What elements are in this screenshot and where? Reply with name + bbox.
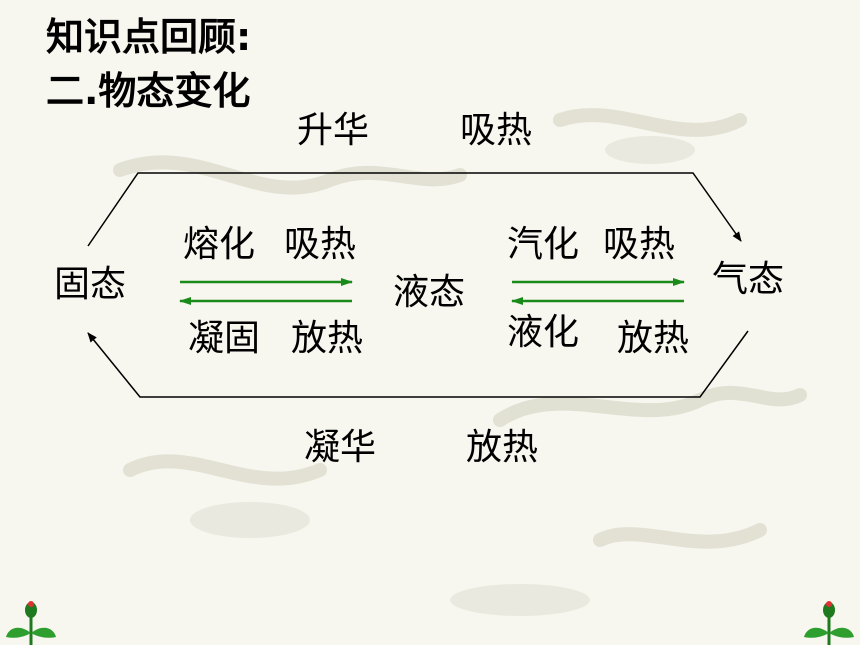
label-melting: 熔化 bbox=[183, 224, 256, 265]
state-liquid: 液态 bbox=[393, 272, 466, 313]
label-melting-heat: 吸热 bbox=[284, 224, 357, 265]
label-sublimation: 升华 bbox=[297, 110, 370, 151]
deposition-arrow bbox=[87, 330, 749, 398]
state-gas: 气态 bbox=[712, 259, 785, 300]
flower-sprout-icon bbox=[804, 601, 854, 645]
label-vaporization: 汽化 bbox=[507, 224, 580, 265]
state-solid: 固态 bbox=[54, 264, 127, 305]
label-deposition: 凝华 bbox=[304, 427, 377, 468]
sublimation-arrow bbox=[87, 172, 742, 247]
label-sublimation-heat: 吸热 bbox=[460, 110, 533, 151]
label-deposition-heat: 放热 bbox=[466, 427, 539, 468]
label-solidification-heat: 放热 bbox=[291, 318, 364, 359]
label-liquefaction-heat: 放热 bbox=[617, 318, 690, 359]
label-liquefaction: 液化 bbox=[507, 312, 580, 353]
page-subtitle: 二.物态变化 bbox=[46, 69, 251, 113]
label-solidification: 凝固 bbox=[188, 318, 261, 359]
page-title: 知识点回顾: bbox=[46, 15, 252, 59]
label-vaporization-heat: 吸热 bbox=[603, 224, 676, 265]
flower-sprout-icon bbox=[6, 601, 56, 645]
